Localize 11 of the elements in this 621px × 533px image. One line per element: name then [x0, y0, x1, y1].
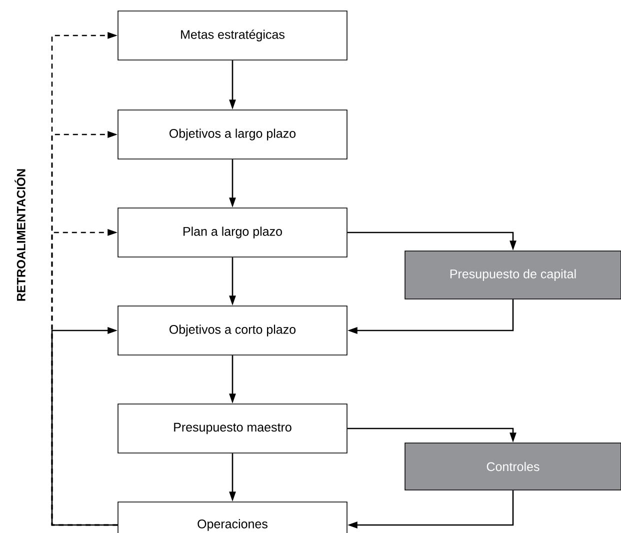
process-box: Presupuesto de capital [404, 250, 621, 300]
process-box: Metas estratégicas [118, 10, 348, 60]
side-label: RETROALIMENTACIÓN [14, 169, 26, 301]
process-box: Controles [404, 442, 621, 490]
process-box: Objetivos a largo plazo [118, 110, 348, 160]
process-box: Operaciones [118, 502, 348, 533]
process-box: Plan a largo plazo [118, 208, 348, 258]
process-box: Presupuesto maestro [118, 404, 348, 454]
process-box: Objetivos a corto plazo [118, 306, 348, 356]
arrow [51, 327, 118, 526]
arrow [51, 32, 118, 526]
